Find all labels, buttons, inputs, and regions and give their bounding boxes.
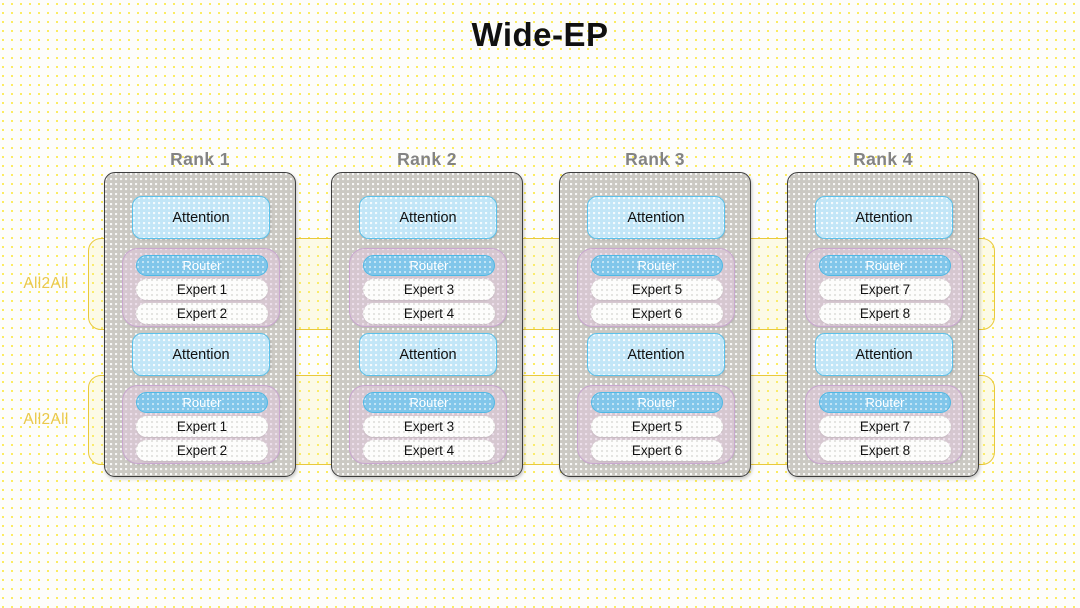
expert-block[interactable]: Expert 4: [363, 440, 495, 461]
expert-block[interactable]: Expert 3: [363, 279, 495, 300]
expert-block[interactable]: Expert 7: [819, 416, 951, 437]
attention-block[interactable]: Attention: [359, 333, 497, 376]
rank-card-4[interactable]: Attention Router Expert 7 Expert 8 Atten…: [787, 172, 979, 477]
moe-group[interactable]: Router Expert 3 Expert 4: [349, 385, 507, 464]
moe-group[interactable]: Router Expert 5 Expert 6: [577, 248, 735, 327]
rank-card-1[interactable]: Attention Router Expert 1 Expert 2 Atten…: [104, 172, 296, 477]
router-block[interactable]: Router: [363, 255, 495, 276]
all2all-label-1: All2All: [23, 275, 69, 292]
attention-block[interactable]: Attention: [815, 333, 953, 376]
router-block[interactable]: Router: [136, 392, 268, 413]
expert-block[interactable]: Expert 6: [591, 440, 723, 461]
attention-block[interactable]: Attention: [815, 196, 953, 239]
moe-group[interactable]: Router Expert 7 Expert 8: [805, 385, 963, 464]
expert-block[interactable]: Expert 8: [819, 303, 951, 324]
router-block[interactable]: Router: [819, 392, 951, 413]
expert-block[interactable]: Expert 2: [136, 440, 268, 461]
rank-card-3[interactable]: Attention Router Expert 5 Expert 6 Atten…: [559, 172, 751, 477]
expert-block[interactable]: Expert 1: [136, 279, 268, 300]
moe-group[interactable]: Router Expert 1 Expert 2: [122, 385, 280, 464]
attention-block[interactable]: Attention: [132, 333, 270, 376]
rank-label-2: Rank 2: [397, 149, 457, 169]
attention-block[interactable]: Attention: [587, 333, 725, 376]
expert-block[interactable]: Expert 3: [363, 416, 495, 437]
page-title: Wide-EP: [471, 16, 609, 53]
expert-block[interactable]: Expert 5: [591, 279, 723, 300]
expert-block[interactable]: Expert 5: [591, 416, 723, 437]
expert-block[interactable]: Expert 1: [136, 416, 268, 437]
attention-block[interactable]: Attention: [359, 196, 497, 239]
expert-block[interactable]: Expert 2: [136, 303, 268, 324]
rank-label-3: Rank 3: [625, 149, 685, 169]
expert-block[interactable]: Expert 4: [363, 303, 495, 324]
expert-block[interactable]: Expert 6: [591, 303, 723, 324]
moe-group[interactable]: Router Expert 1 Expert 2: [122, 248, 280, 327]
router-block[interactable]: Router: [136, 255, 268, 276]
router-block[interactable]: Router: [591, 255, 723, 276]
moe-group[interactable]: Router Expert 7 Expert 8: [805, 248, 963, 327]
router-block[interactable]: Router: [591, 392, 723, 413]
all2all-label-2: All2All: [23, 411, 69, 428]
moe-group[interactable]: Router Expert 3 Expert 4: [349, 248, 507, 327]
rank-label-1: Rank 1: [170, 149, 230, 169]
router-block[interactable]: Router: [363, 392, 495, 413]
attention-block[interactable]: Attention: [587, 196, 725, 239]
moe-group[interactable]: Router Expert 5 Expert 6: [577, 385, 735, 464]
router-block[interactable]: Router: [819, 255, 951, 276]
expert-block[interactable]: Expert 7: [819, 279, 951, 300]
rank-label-4: Rank 4: [853, 149, 913, 169]
expert-block[interactable]: Expert 8: [819, 440, 951, 461]
attention-block[interactable]: Attention: [132, 196, 270, 239]
rank-card-2[interactable]: Attention Router Expert 3 Expert 4 Atten…: [331, 172, 523, 477]
